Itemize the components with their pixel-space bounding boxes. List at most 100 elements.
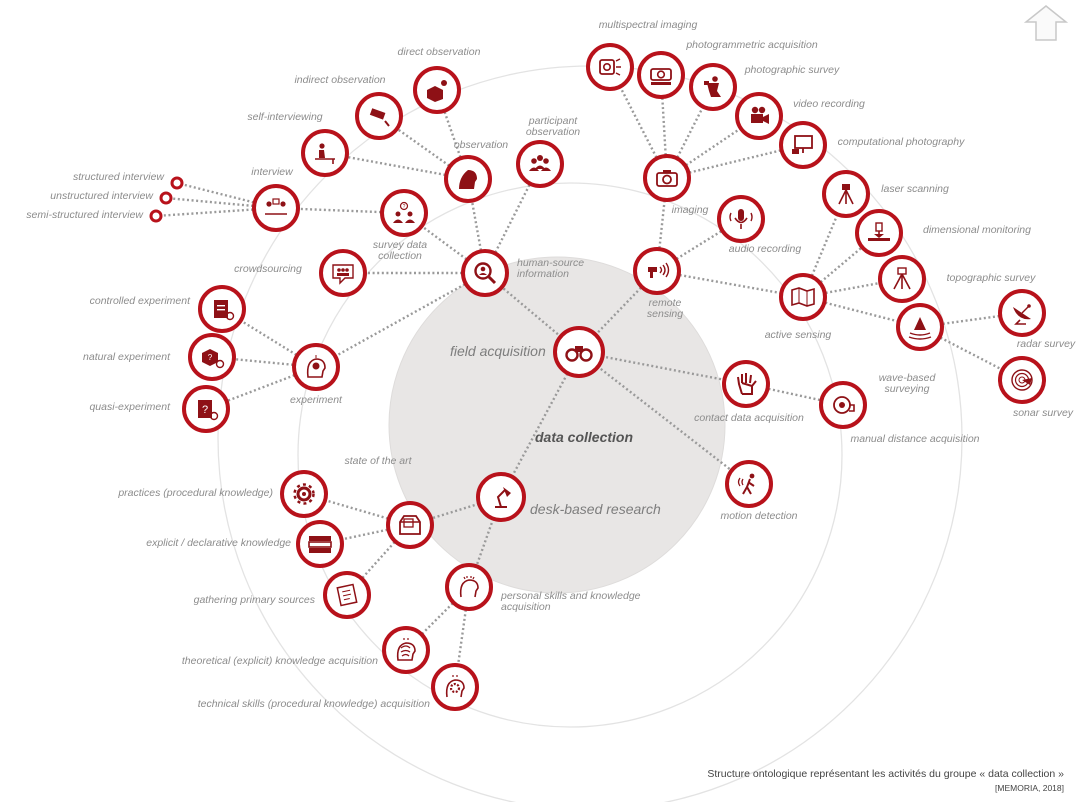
node-explicit[interactable] [296, 520, 344, 568]
node-manual[interactable] [819, 381, 867, 429]
label-explicit: explicit / declarative knowledge [146, 537, 291, 549]
node-photogrammetric[interactable] [637, 51, 685, 99]
node-unstructured[interactable] [159, 191, 173, 205]
edge-remote-active [656, 269, 804, 299]
node-crowd[interactable] [319, 249, 367, 297]
node-structured[interactable] [170, 176, 184, 190]
node-computational[interactable] [779, 121, 827, 169]
node-ring [170, 176, 184, 190]
label-state: state of the art [344, 455, 412, 467]
node-photosurvey[interactable] [689, 63, 737, 111]
node-video[interactable] [735, 92, 783, 140]
label-practices: practices (procedural knowledge) [117, 487, 273, 499]
node-motion[interactable] [725, 460, 773, 508]
node-ring [779, 273, 827, 321]
node-desk[interactable] [476, 472, 526, 522]
node-technical[interactable] [431, 663, 479, 711]
edge-field-motion [578, 351, 750, 485]
tripod-scanner-icon [838, 184, 854, 205]
node-dimensional[interactable] [855, 209, 903, 257]
label-photosurvey: photographic survey [744, 64, 840, 76]
node-state[interactable] [386, 501, 434, 549]
radar-gun-icon [648, 262, 670, 278]
node-controlled[interactable] [198, 285, 246, 333]
node-experiment[interactable] [292, 343, 340, 391]
svg-text:?: ? [208, 353, 213, 362]
edge-experiment-natural [211, 355, 317, 369]
question-clipboard-icon: ? [198, 400, 219, 421]
node-indirect[interactable] [355, 92, 403, 140]
node-contact[interactable] [722, 360, 770, 408]
scroll-icon [336, 583, 358, 607]
label-controlled: controlled experiment [90, 295, 191, 307]
books-icon [308, 536, 332, 553]
node-survey[interactable]: ? [380, 189, 428, 237]
label-observation: observation [454, 139, 508, 151]
node-ring [386, 501, 434, 549]
node-remote[interactable] [633, 247, 681, 295]
head-gear-icon [445, 675, 465, 698]
node-multispectral[interactable] [586, 43, 634, 91]
edge-human-experiment [315, 271, 486, 369]
label-laser: laser scanning [881, 183, 949, 195]
node-interview[interactable] [252, 184, 300, 232]
node-natural[interactable]: ? [188, 333, 236, 381]
label-direct: direct observation [398, 46, 481, 58]
node-imaging[interactable] [643, 154, 691, 202]
map-icon [791, 287, 815, 307]
node-ring [159, 191, 173, 205]
node-active[interactable] [779, 273, 827, 321]
brain-head-icon [306, 355, 326, 378]
label-audio: audio recording [729, 243, 802, 255]
node-theoretical[interactable] [382, 626, 430, 674]
label-contact: contact data acquisition [694, 412, 804, 424]
node-sonar[interactable] [998, 356, 1046, 404]
node-field[interactable] [553, 326, 605, 378]
node-personal[interactable] [445, 563, 493, 611]
node-direct[interactable] [413, 66, 461, 114]
node-quasi[interactable]: ? [182, 385, 230, 433]
label-unstructured: unstructured interview [50, 190, 154, 202]
edge-observation-self [324, 151, 469, 181]
node-wave[interactable] [896, 303, 944, 351]
node-self[interactable] [301, 129, 349, 177]
binoculars-icon [565, 346, 593, 362]
label-crowd: crowdsourcing [234, 263, 302, 275]
node-ring [252, 184, 300, 232]
node-human[interactable] [461, 249, 509, 297]
node-ring [301, 129, 349, 177]
camera-ruler-icon [650, 68, 672, 85]
node-topographic[interactable] [878, 255, 926, 303]
node-ring [637, 51, 685, 99]
node-radar[interactable] [998, 289, 1046, 337]
video-camera-icon [751, 106, 769, 124]
label-field: field acquisition [450, 343, 546, 359]
node-semistructured[interactable] [149, 209, 163, 223]
sonar-icon [1011, 369, 1033, 391]
total-station-icon [893, 267, 911, 290]
crowd-bubble-icon [332, 264, 354, 285]
satellite-dish-icon [1013, 304, 1031, 325]
node-primary[interactable] [323, 571, 371, 619]
node-ring [380, 189, 428, 237]
gear-icon [293, 483, 315, 505]
label-desk: desk-based research [530, 501, 661, 517]
node-practices[interactable] [280, 470, 328, 518]
node-participant[interactable] [516, 140, 564, 188]
hand-icon [737, 373, 757, 395]
node-ring [149, 209, 163, 223]
label-semistructured: semi-structured interview [26, 209, 144, 221]
label-natural: natural experiment [83, 351, 171, 363]
figure-caption: Structure ontologique représentant les a… [707, 768, 1064, 780]
file-box-icon [399, 515, 421, 535]
question-group-icon: ? [393, 201, 415, 223]
node-audio[interactable] [717, 195, 765, 243]
label-sonar: sonar survey [1013, 407, 1074, 419]
up-arrow-icon[interactable] [1022, 3, 1070, 43]
brain-idea-icon [396, 638, 416, 661]
node-observation[interactable] [444, 155, 492, 203]
node-laser[interactable] [822, 170, 870, 218]
label-structured: structured interview [73, 171, 165, 183]
